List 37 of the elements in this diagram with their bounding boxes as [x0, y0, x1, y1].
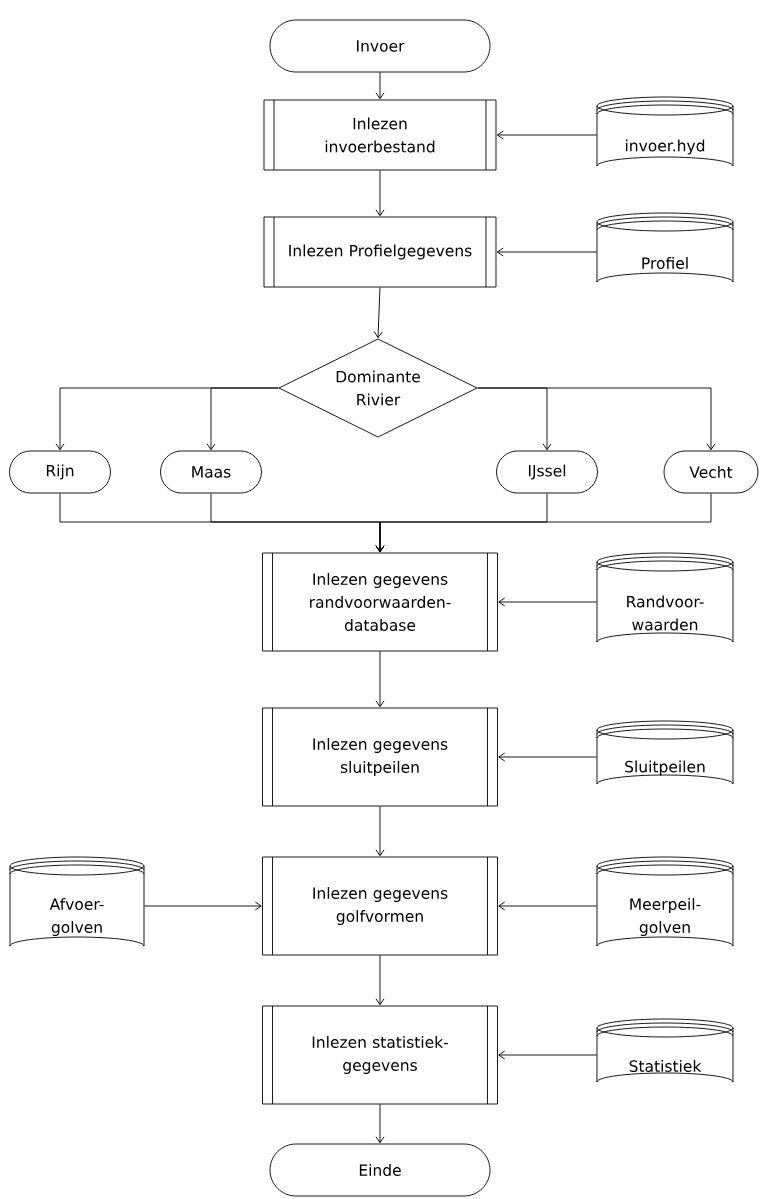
arrow — [144, 901, 262, 911]
arrow — [375, 955, 385, 1006]
node-label: Afvoer-golven — [49, 898, 104, 937]
node-label: Profiel — [642, 257, 688, 270]
database-cylinder: invoer.hyd — [596, 96, 734, 167]
arrow — [496, 247, 597, 257]
arrow — [206, 387, 279, 451]
arrow — [375, 651, 385, 708]
arrow — [498, 597, 597, 607]
node-label: Statistiek — [629, 1060, 702, 1072]
database-cylinder: Randvoor-waarden — [596, 552, 734, 643]
database-cylinder: Profiel — [596, 212, 734, 283]
process-box: Inlezen gegevens sluitpeilen — [262, 707, 498, 807]
arrow — [375, 72, 385, 100]
node-label: Sluitpeilen — [625, 760, 705, 776]
arrow — [375, 1104, 385, 1144]
process-box: Inlezen invoerbestand — [263, 99, 497, 171]
arrow — [375, 806, 385, 857]
arrow — [496, 130, 597, 140]
process-box: Inlezen Profielgegevens — [263, 216, 497, 288]
database-cylinder: Afvoer-golven — [9, 856, 145, 947]
database-cylinder: Meerpeil-golven — [596, 856, 734, 947]
database-cylinder: Statistiek — [596, 1018, 734, 1083]
process-box: Inlezen statistiek-gegevens — [262, 1005, 498, 1105]
arrow — [375, 170, 385, 217]
database-cylinder: Sluitpeilen — [596, 720, 734, 785]
arrow — [477, 387, 716, 451]
node-label: Meerpeil-golven — [630, 898, 701, 937]
arrow — [375, 493, 712, 553]
arrow — [498, 901, 597, 911]
arrow — [498, 1050, 597, 1060]
process-box: Inlezen gegevens golfvormen — [262, 856, 498, 956]
node-label: Randvoor-waarden — [627, 595, 704, 631]
process-box: Inlezen gegevens randvoorwaarden-database — [262, 552, 498, 652]
arrow — [498, 752, 597, 762]
arrow — [373, 287, 383, 339]
node-label: invoer.hyd — [625, 139, 705, 155]
